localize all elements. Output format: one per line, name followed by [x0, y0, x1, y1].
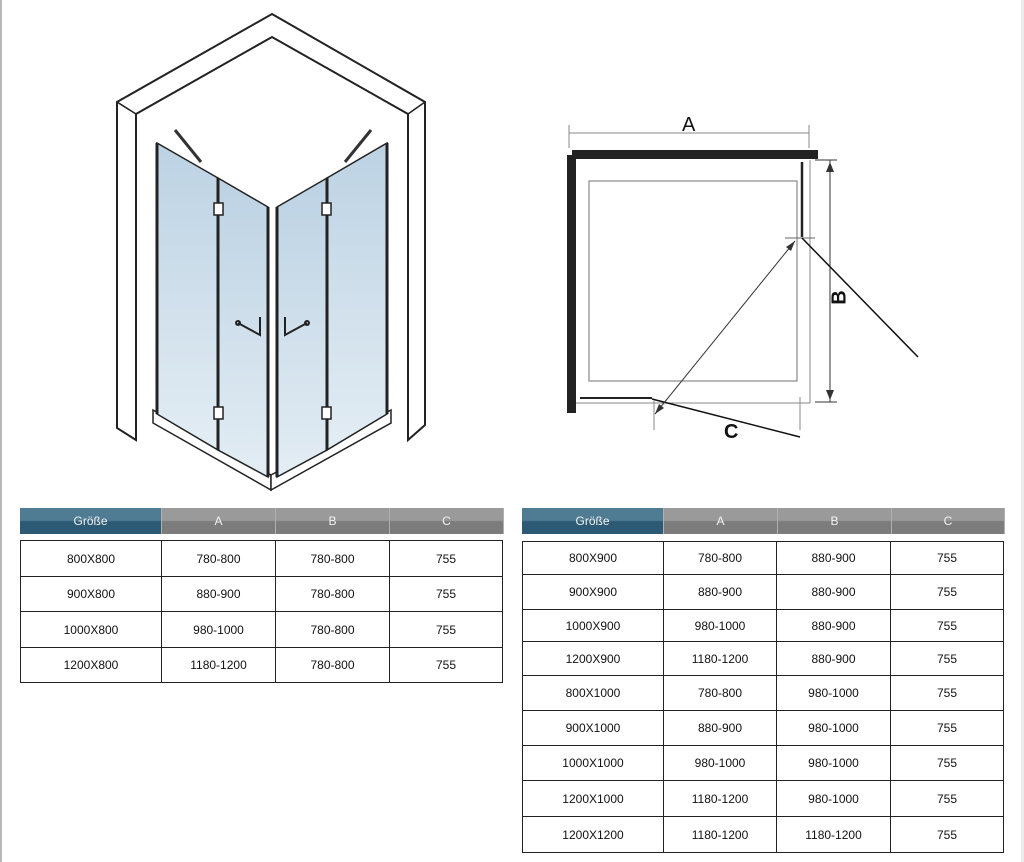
cell-size: 800X1000 — [522, 675, 664, 711]
cell-size: 900X800 — [20, 576, 162, 612]
header-c: C — [892, 508, 1005, 534]
cell-c: 755 — [890, 609, 1004, 642]
header-size: Größe — [20, 508, 162, 534]
cell-size: 1200X1000 — [522, 780, 664, 817]
dimension-label-a: A — [682, 114, 696, 136]
cell-b: 880-900 — [776, 609, 891, 642]
cell-size: 900X900 — [522, 574, 664, 610]
cell-c: 755 — [890, 710, 1004, 746]
cell-a: 980-1000 — [663, 609, 777, 642]
header-c: C — [390, 508, 504, 534]
cell-size: 900X1000 — [522, 710, 664, 746]
cell-a: 1180-1200 — [161, 647, 276, 683]
cell-b: 880-900 — [776, 574, 891, 610]
cell-a: 780-800 — [663, 675, 777, 711]
table-row: 800X800 780-800 780-800 755 — [20, 540, 503, 577]
cell-a: 780-800 — [161, 540, 276, 577]
cell-b: 980-1000 — [776, 780, 891, 817]
page-right-border — [1021, 0, 1024, 862]
cell-c: 755 — [389, 611, 503, 648]
table-row: 1000X800 980-1000 780-800 755 — [20, 611, 503, 648]
cell-size: 1000X1000 — [522, 745, 664, 781]
cell-size: 1200X1200 — [522, 816, 664, 853]
cell-b: 780-800 — [275, 647, 390, 683]
cell-a: 980-1000 — [161, 611, 276, 648]
cell-c: 755 — [890, 574, 1004, 610]
table-row: 1000X900 980-1000 880-900 755 — [522, 609, 1004, 642]
header-size: Größe — [522, 508, 664, 534]
header-b: B — [276, 508, 390, 534]
cell-a: 880-900 — [663, 574, 777, 610]
table-header: Größe A B C — [522, 508, 1005, 534]
cell-size: 1000X900 — [522, 609, 664, 642]
cell-a: 980-1000 — [663, 745, 777, 781]
cell-a: 880-900 — [161, 576, 276, 612]
cell-size: 1000X800 — [20, 611, 162, 648]
cell-c: 755 — [890, 675, 1004, 711]
cell-c: 755 — [890, 541, 1004, 575]
dimension-label-c: C — [724, 421, 739, 443]
cell-b: 880-900 — [776, 641, 891, 676]
cell-size: 800X800 — [20, 540, 162, 577]
table-row: 800X900 780-800 880-900 755 — [522, 541, 1004, 575]
table-row: 1000X1000 980-1000 980-1000 755 — [522, 745, 1004, 781]
cell-b: 980-1000 — [776, 745, 891, 781]
table-row: 1200X1000 1180-1200 980-1000 755 — [522, 780, 1004, 817]
cell-c: 755 — [890, 816, 1004, 853]
size-grid: 800X900 780-800 880-900 755 900X900 880-… — [522, 541, 1004, 853]
table-row: 1200X800 1180-1200 780-800 755 — [20, 647, 503, 683]
table-row: 1200X1200 1180-1200 1180-1200 755 — [522, 816, 1004, 853]
header-b: B — [778, 508, 892, 534]
header-a: A — [162, 508, 276, 534]
dimension-label-b: B — [828, 290, 851, 305]
header-a: A — [664, 508, 778, 534]
cell-b: 780-800 — [275, 576, 390, 612]
cell-c: 755 — [890, 745, 1004, 781]
cell-size: 1200X900 — [522, 641, 664, 676]
cell-size: 800X900 — [522, 541, 664, 575]
cell-a: 880-900 — [663, 710, 777, 746]
cell-a: 1180-1200 — [663, 780, 777, 817]
cell-b: 1180-1200 — [776, 816, 891, 853]
cell-b: 780-800 — [275, 540, 390, 577]
size-table-800: Größe A B C 800X800 780-800 780-800 755 … — [20, 508, 504, 683]
plan-view-diagram: A B C — [540, 100, 940, 460]
table-header: Größe A B C — [20, 508, 504, 534]
table-row: 900X1000 880-900 980-1000 755 — [522, 710, 1004, 746]
table-row: 900X800 880-900 780-800 755 — [20, 576, 503, 612]
cell-a: 1180-1200 — [663, 816, 777, 853]
cell-b: 880-900 — [776, 541, 891, 575]
isometric-shower-illustration — [116, 12, 426, 492]
table-row: 1200X900 1180-1200 880-900 755 — [522, 641, 1004, 676]
page-left-border — [0, 0, 2, 862]
cell-a: 780-800 — [663, 541, 777, 575]
cell-c: 755 — [389, 647, 503, 683]
table-row: 900X900 880-900 880-900 755 — [522, 574, 1004, 610]
cell-c: 755 — [389, 576, 503, 612]
size-table-extended: Größe A B C 800X900 780-800 880-900 755 … — [522, 508, 1005, 853]
size-grid: 800X800 780-800 780-800 755 900X800 880-… — [20, 540, 503, 683]
cell-size: 1200X800 — [20, 647, 162, 683]
cell-a: 1180-1200 — [663, 641, 777, 676]
cell-c: 755 — [890, 641, 1004, 676]
cell-c: 755 — [389, 540, 503, 577]
cell-c: 755 — [890, 780, 1004, 817]
cell-b: 780-800 — [275, 611, 390, 648]
table-row: 800X1000 780-800 980-1000 755 — [522, 675, 1004, 711]
plan-view-drawing — [567, 125, 919, 438]
cell-b: 980-1000 — [776, 675, 891, 711]
cell-b: 980-1000 — [776, 710, 891, 746]
